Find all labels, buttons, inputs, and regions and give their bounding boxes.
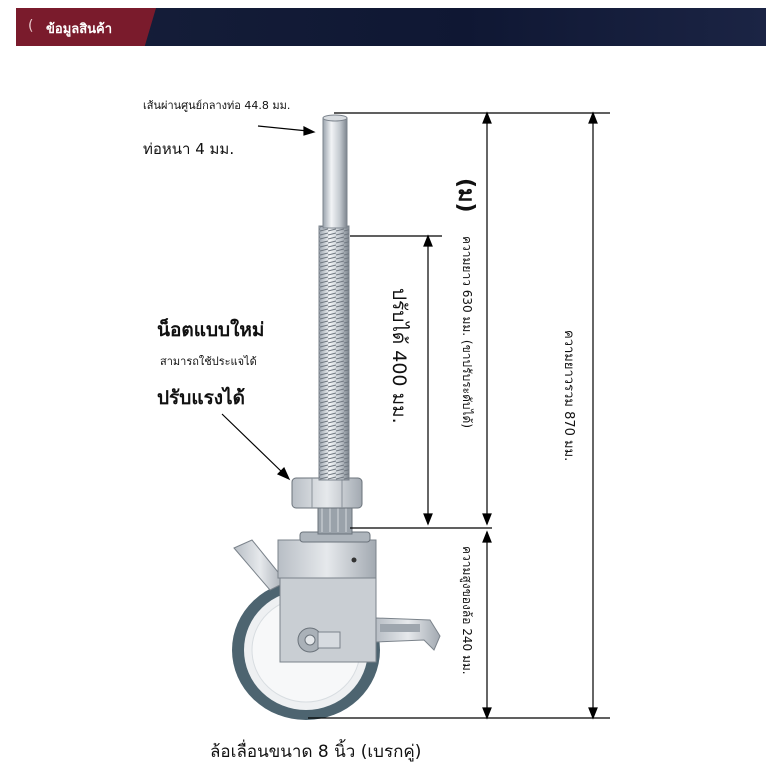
marker-label: (ม)	[453, 178, 478, 213]
header-title: ข้อมูลสินค้า	[46, 22, 113, 37]
header-tab[interactable]: ( ข้อมูลสินค้า	[16, 8, 156, 46]
total-870-label: ความยาวรวม 870 มม.	[561, 330, 576, 462]
swivel-head	[299, 505, 371, 543]
chevron-left-icon: (	[28, 18, 34, 34]
wall-thickness-label: ท่อหนา 4 มม.	[143, 140, 235, 158]
adjustable-force-label: ปรับแรงได้	[157, 387, 245, 409]
caster-bracket	[233, 539, 441, 663]
new-nut-label: น็อตแบบใหม่	[157, 319, 265, 341]
wrench-label: สามารถใช้ประแจได้	[160, 355, 257, 368]
wheel-240-label: ความสูงของล้อ 240 มม.	[460, 546, 474, 675]
top-pipe	[322, 114, 348, 229]
caption: ล้อเลื่อนขนาด 8 นิ้ว (เบรกคู่)	[210, 742, 422, 762]
dimension-lines	[221, 111, 610, 720]
center-diameter-label: เส้นผ่านศูนย์กลางท่อ 44.8 มม.	[143, 99, 291, 112]
adjusting-nut	[291, 477, 363, 509]
header-bar: ( ข้อมูลสินค้า	[16, 8, 766, 46]
length-630-label: ความยาว 630 มม. (ขาปรับระดับได้)	[460, 236, 474, 429]
threaded-rod	[318, 225, 350, 481]
adjust-400-label: ปรับได้ 400 มม.	[388, 288, 410, 424]
